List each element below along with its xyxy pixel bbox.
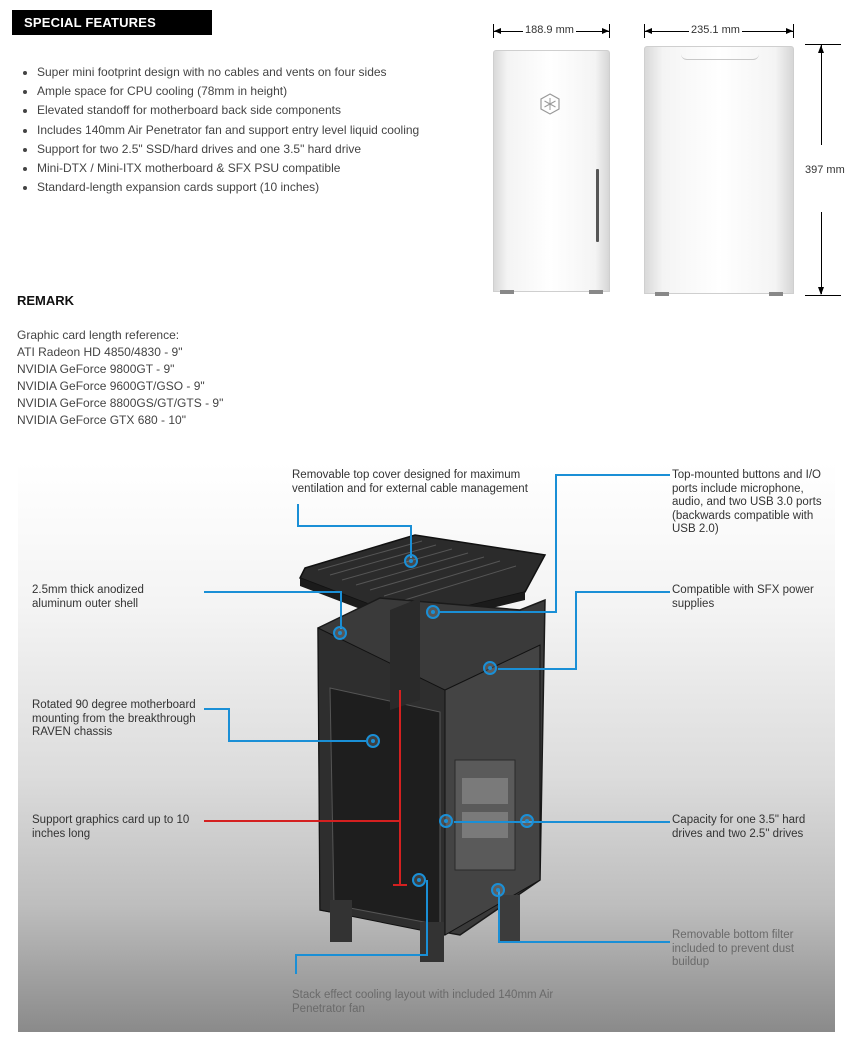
list-item: Includes 140mm Air Penetrator fan and su… xyxy=(20,121,460,140)
hdd-marker-b xyxy=(520,814,534,828)
filter-marker xyxy=(491,883,505,897)
top-cover-marker xyxy=(404,554,418,568)
depth-label: 235.1 mm xyxy=(689,24,742,36)
motherboard-marker xyxy=(366,734,380,748)
top-cutout xyxy=(681,47,759,60)
list-item: NVIDIA GeForce 9600GT/GSO - 9" xyxy=(17,379,205,393)
callout-drives: Capacity for one 3.5" hard drives and tw… xyxy=(672,814,806,840)
front-slot xyxy=(596,169,599,242)
top-buttons-marker xyxy=(426,605,440,619)
case-front-view xyxy=(493,50,610,294)
list-item: NVIDIA GeForce GTX 680 - 10" xyxy=(17,413,186,427)
shell-marker xyxy=(333,626,347,640)
list-item: NVIDIA GeForce 9800GT - 9" xyxy=(17,362,175,376)
list-item: Super mini footprint design with no cabl… xyxy=(20,63,460,82)
features-list: Super mini footprint design with no cabl… xyxy=(20,63,460,197)
list-item: Mini-DTX / Mini-ITX motherboard & SFX PS… xyxy=(20,159,460,178)
list-item: Elevated standoff for motherboard back s… xyxy=(20,101,460,120)
list-item: Ample space for CPU cooling (78mm in hei… xyxy=(20,82,460,101)
list-item: Support for two 2.5" SSD/hard drives and… xyxy=(20,140,460,159)
callout-stack: Stack effect cooling layout with include… xyxy=(292,989,554,1015)
sfx-marker xyxy=(483,661,497,675)
callout-sfx: Compatible with SFX power supplies xyxy=(672,584,814,610)
remark-list: Graphic card length reference: ATI Radeo… xyxy=(17,327,223,429)
callout-shell: 2.5mm thick anodized aluminum outer shel… xyxy=(32,584,144,610)
depth-dimension: 235.1 mm xyxy=(644,24,794,38)
case-side-view xyxy=(644,46,794,296)
width-dimension: 188.9 mm xyxy=(493,24,610,38)
callout-top-cover: Removable top cover designed for maximum… xyxy=(292,469,528,495)
callout-top-buttons: Top-mounted buttons and I/O ports includ… xyxy=(672,469,822,535)
logo-icon xyxy=(540,93,560,115)
hdd-marker-a xyxy=(439,814,453,828)
callout-gpu: Support graphics card up to 10 inches lo… xyxy=(32,814,190,840)
height-dimension: 397 mm xyxy=(805,44,845,296)
height-label: 397 mm xyxy=(805,164,845,176)
callout-filter: Removable bottom filter included to prev… xyxy=(672,929,795,968)
list-item: NVIDIA GeForce 8800GS/GT/GTS - 9" xyxy=(17,396,224,410)
width-label: 188.9 mm xyxy=(523,24,576,36)
fan-marker xyxy=(412,873,426,887)
list-item: ATI Radeon HD 4850/4830 - 9" xyxy=(17,345,183,359)
list-item: Standard-length expansion cards support … xyxy=(20,178,460,197)
list-item: Graphic card length reference: xyxy=(17,328,180,342)
callout-rotated: Rotated 90 degree motherboard mounting f… xyxy=(32,699,196,738)
special-features-heading: SPECIAL FEATURES xyxy=(12,10,212,35)
remark-heading: REMARK xyxy=(17,293,75,308)
